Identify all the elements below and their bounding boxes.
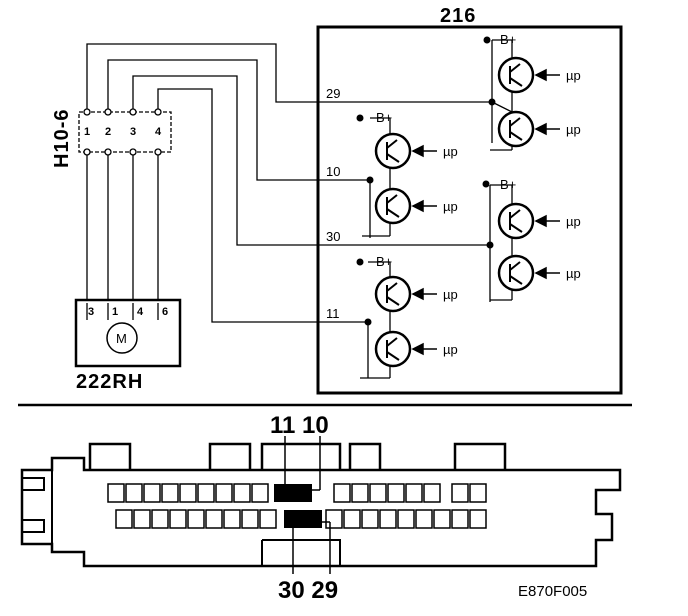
ecu-bottom-pins-label: 30 29 <box>278 577 338 604</box>
wire-pin-11 <box>157 88 368 323</box>
module-216-label: 216 <box>440 5 476 27</box>
motor-symbol-label: M <box>116 331 127 346</box>
motor-terminal-6: 6 <box>162 306 168 318</box>
mup-label-6: µp <box>443 199 458 214</box>
transistor-r4 <box>497 254 535 292</box>
connector-terminal-2: 2 <box>105 126 111 138</box>
pin-10-label: 10 <box>326 164 340 179</box>
wires <box>86 43 492 323</box>
transistor-l4 <box>374 330 412 368</box>
transistor-symbols <box>386 63 523 361</box>
motor-terminal-1: 1 <box>112 306 118 318</box>
b-plus-label-2: B+ <box>500 177 516 192</box>
pin-11-label: 11 <box>326 306 340 321</box>
mup-label-2: µp <box>566 122 581 137</box>
wire-pin-10 <box>107 59 370 181</box>
pin-30-label: 30 <box>326 229 340 244</box>
b-plus-label-3: B+ <box>376 110 392 125</box>
ecu-connector <box>20 436 622 574</box>
connector-terminal-4: 4 <box>155 126 162 138</box>
transistor-r2 <box>497 110 535 148</box>
mup-label-7: µp <box>443 287 458 302</box>
transistor-l3 <box>374 275 412 313</box>
motor-terminal-4: 4 <box>137 306 144 318</box>
motor-terminal-3: 3 <box>88 306 94 318</box>
wire-pin-29 <box>86 43 492 112</box>
connector-h10-6-label: H10-6 <box>51 109 73 168</box>
mup-label-8: µp <box>443 342 458 357</box>
mup-label-5: µp <box>443 144 458 159</box>
transistors <box>374 56 535 368</box>
ecu-top-pins-label: 11 10 <box>270 412 329 439</box>
figure-code: E870F005 <box>518 583 587 600</box>
wire-pin-30 <box>132 75 490 246</box>
connector-h10-6 <box>78 111 172 153</box>
mup-arrows <box>411 68 560 356</box>
ecu-pins-11-10 <box>274 484 312 502</box>
b-plus-label-1: B+ <box>500 32 516 47</box>
mup-label-1: µp <box>566 68 581 83</box>
motor-symbol <box>106 322 138 354</box>
transistor-r3 <box>497 202 535 240</box>
mup-label-3: µp <box>566 214 581 229</box>
transistor-r1 <box>497 56 535 94</box>
pin-29-label: 29 <box>326 86 340 101</box>
motor-222rh-label: 222RH <box>76 371 143 393</box>
connector-terminal-1: 1 <box>84 126 90 138</box>
b-plus-label-4: B+ <box>376 254 392 269</box>
transistor-l2 <box>374 187 412 225</box>
mup-label-4: µp <box>566 266 581 281</box>
ecu-pins-30-29 <box>284 510 322 528</box>
connector-h10-6-pins <box>83 108 162 156</box>
transistor-l1 <box>374 132 412 170</box>
module-216-box <box>316 25 623 395</box>
connector-terminal-3: 3 <box>130 126 136 138</box>
